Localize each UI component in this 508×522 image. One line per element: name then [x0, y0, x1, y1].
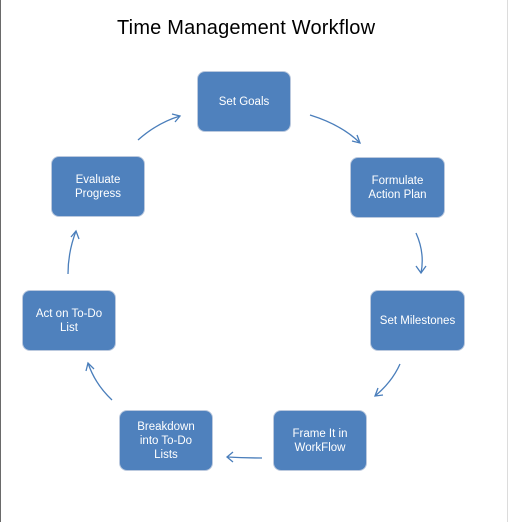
node-set-goals-label: Set Goals: [218, 95, 270, 108]
arrow-breakdown-to-act: [87, 362, 113, 401]
arrowhead-evaluate-to-set-goals: [171, 113, 182, 123]
node-formulate-action-plan: Formulate Action Plan: [351, 158, 444, 217]
arrowhead-breakdown-to-act: [85, 361, 95, 372]
node-frame-it-in-workflow-label: Frame It in WorkFlow: [292, 427, 348, 454]
node-breakdown-into-todo-lists: Breakdown into To-Do Lists: [120, 411, 212, 470]
arrow-act-to-evaluate: [67, 230, 77, 275]
arrow-set-goals-to-formulate: [309, 114, 361, 144]
node-act-on-todo-list: Act on To-Do List: [23, 291, 115, 350]
node-frame-it-in-workflow: Frame It in WorkFlow: [274, 411, 366, 470]
arrow-frame-to-breakdown: [226, 456, 263, 459]
node-evaluate-progress-label: Evaluate Progress: [74, 173, 122, 200]
arrowhead-frame-to-breakdown: [225, 451, 234, 463]
arrowhead-milestones-to-frame: [374, 387, 384, 397]
arrowhead-act-to-evaluate: [70, 229, 80, 240]
node-set-goals: Set Goals: [198, 72, 290, 131]
node-evaluate-progress: Evaluate Progress: [52, 157, 144, 216]
arrow-milestones-to-frame: [374, 363, 401, 397]
arrowhead-set-goals-to-formulate: [351, 134, 362, 144]
arrow-evaluate-to-set-goals: [137, 115, 181, 141]
arrowhead-formulate-to-milestones: [415, 265, 427, 275]
node-breakdown-into-todo-lists-label: Breakdown into To-Do Lists: [137, 420, 195, 461]
frame-left-border: [0, 0, 1, 522]
node-set-milestones-label: Set Milestones: [379, 314, 456, 327]
node-act-on-todo-list-label: Act on To-Do List: [35, 307, 103, 334]
node-formulate-action-plan-label: Formulate Action Plan: [368, 174, 427, 201]
node-set-milestones: Set Milestones: [371, 291, 464, 350]
arrow-formulate-to-milestones: [415, 232, 423, 274]
diagram-title: Time Management Workflow: [117, 17, 376, 39]
